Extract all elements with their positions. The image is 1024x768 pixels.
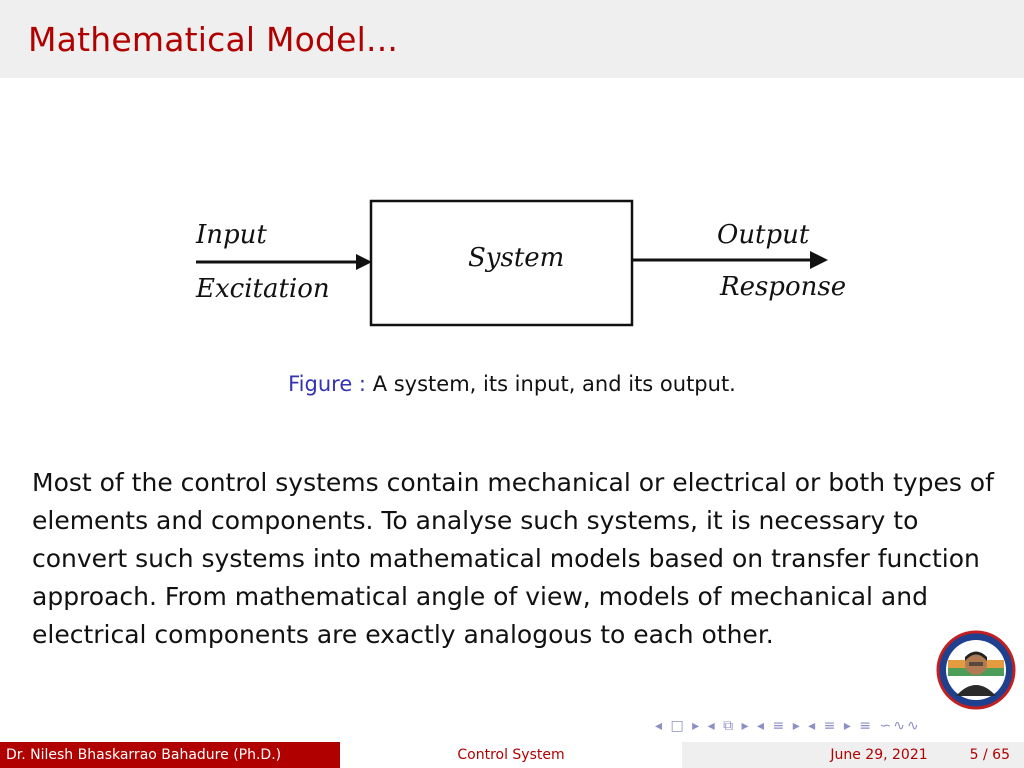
input-arrow-head [356,254,372,270]
footer-right: June 29, 2021 5 / 65 [682,742,1024,768]
output-label: Output [717,220,810,250]
output-sublabel: Response [719,272,846,302]
figure-caption-label: Figure : [288,372,366,396]
system-box [369,199,634,327]
figure-caption-text: A system, its input, and its output. [372,372,736,396]
footer-author: Dr. Nilesh Bhaskarrao Bahadure (Ph.D.) [0,742,340,768]
beamer-navigation-symbols[interactable]: ◂ □ ▸ ◂ ⧉ ▸ ◂ ≡ ▸ ◂ ≡ ▸ ≡ ∽∿∿ [655,718,921,734]
slide-title: Mathematical Model... [28,20,399,59]
figure-caption: Figure : A system, its input, and its ou… [0,372,1024,396]
footer-date: June 29, 2021 [830,747,928,763]
author-avatar-logo [936,630,1016,710]
footer-course: Control System [340,742,682,768]
body-paragraph: Most of the control systems contain mech… [32,468,994,649]
footer-page-number: 5 / 65 [969,747,1010,763]
system-label: System [468,243,564,273]
input-sublabel: Excitation [195,274,330,304]
footer-bar: Dr. Nilesh Bhaskarrao Bahadure (Ph.D.) C… [0,742,1024,768]
output-arrow-head [810,251,828,269]
input-label: Input [195,220,267,250]
title-bar: Mathematical Model... [0,0,1024,78]
